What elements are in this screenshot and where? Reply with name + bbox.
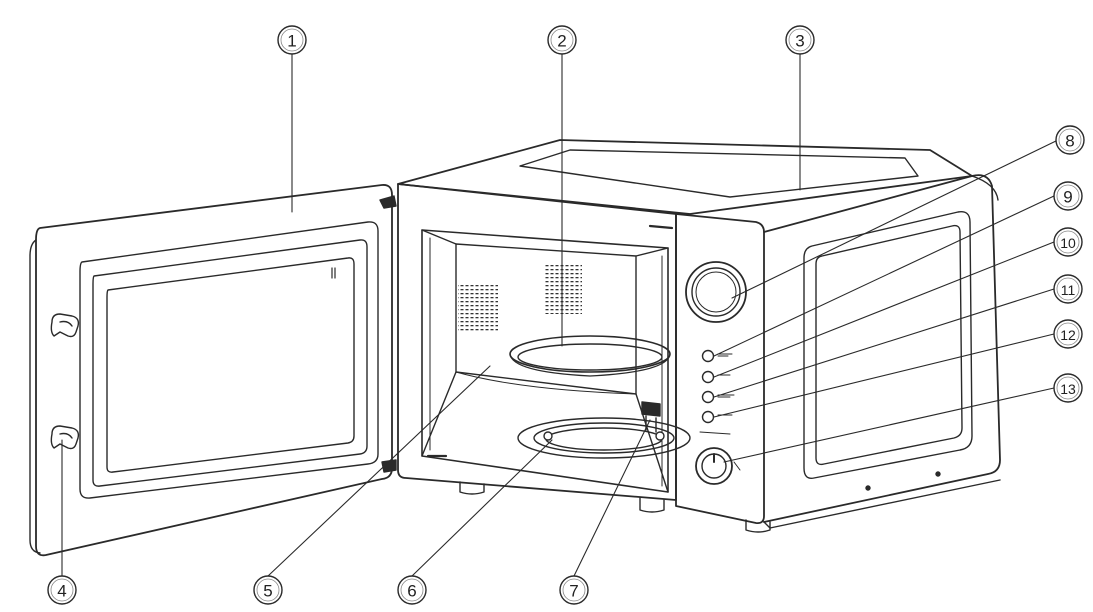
- callout-circle: [1053, 319, 1083, 349]
- callout-circle: [1055, 125, 1085, 155]
- leader-lines: [61, 51, 1059, 577]
- callout-inner-ring: [400, 578, 424, 602]
- callout-inner-ring: [550, 28, 574, 52]
- callout-circle: [277, 25, 307, 55]
- callout-label: 2: [557, 32, 566, 51]
- callout-10: 10: [1053, 227, 1083, 257]
- callout-inner-ring: [1056, 322, 1080, 346]
- callout-circle: [1053, 227, 1083, 257]
- callout-2: 2: [547, 25, 577, 55]
- door-latch-hooks: [50, 313, 80, 450]
- callout-circle: [559, 575, 589, 605]
- callout-inner-ring: [562, 578, 586, 602]
- callout-label: 13: [1060, 381, 1076, 397]
- callout-label: 12: [1060, 327, 1076, 343]
- callout-inner-ring: [50, 578, 74, 602]
- callout-5: 5: [253, 575, 283, 605]
- callout-label: 5: [263, 582, 272, 601]
- callout-3: 3: [785, 25, 815, 55]
- back-wall-vent: [544, 264, 582, 314]
- callout-label: 8: [1065, 132, 1074, 151]
- callout-inner-ring: [1056, 376, 1080, 400]
- callout-label: 4: [57, 582, 66, 601]
- roller-ring: [517, 417, 691, 459]
- callout-inner-ring: [1056, 277, 1080, 301]
- callout-inner-ring: [280, 28, 304, 52]
- callout-label: 11: [1061, 282, 1076, 298]
- callout-inner-ring: [1056, 230, 1080, 254]
- callout-6: 6: [397, 575, 427, 605]
- callout-label: 10: [1060, 235, 1076, 251]
- callout-9: 9: [1053, 181, 1083, 211]
- callout-circle: [1053, 181, 1083, 211]
- callout-circle: [1053, 373, 1083, 403]
- callout-label: 1: [287, 32, 296, 51]
- callout-label: 6: [407, 582, 416, 601]
- control-dial-knob[interactable]: [685, 261, 747, 323]
- callout-12: 12: [1053, 319, 1083, 349]
- callout-1: 1: [277, 25, 307, 55]
- callout-inner-ring: [1056, 184, 1080, 208]
- bottom-control-knob[interactable]: [695, 431, 741, 485]
- glass-tray: [509, 335, 671, 377]
- callout-inner-ring: [788, 28, 812, 52]
- callout-inner-ring: [256, 578, 280, 602]
- callout-label: 3: [795, 32, 804, 51]
- callout-circle: [1053, 274, 1083, 304]
- callout-4: 4: [47, 575, 77, 605]
- callout-circle: [47, 575, 77, 605]
- microwave-cabinet: [397, 139, 1001, 533]
- callout-8: 8: [1055, 125, 1085, 155]
- left-wall-vent: [458, 284, 498, 332]
- oven-cavity: [421, 229, 669, 493]
- callout-circle: [547, 25, 577, 55]
- callout-circle: [253, 575, 283, 605]
- door: [29, 184, 397, 557]
- callout-circle: [397, 575, 427, 605]
- callout-7: 7: [559, 575, 589, 605]
- callout-label: 7: [569, 582, 578, 601]
- callout-inner-ring: [1058, 128, 1082, 152]
- control-buttons[interactable]: [701, 349, 735, 424]
- callout-label: 9: [1063, 188, 1072, 207]
- callout-13: 13: [1053, 373, 1083, 403]
- callout-circle: [785, 25, 815, 55]
- callout-11: 11: [1053, 274, 1083, 304]
